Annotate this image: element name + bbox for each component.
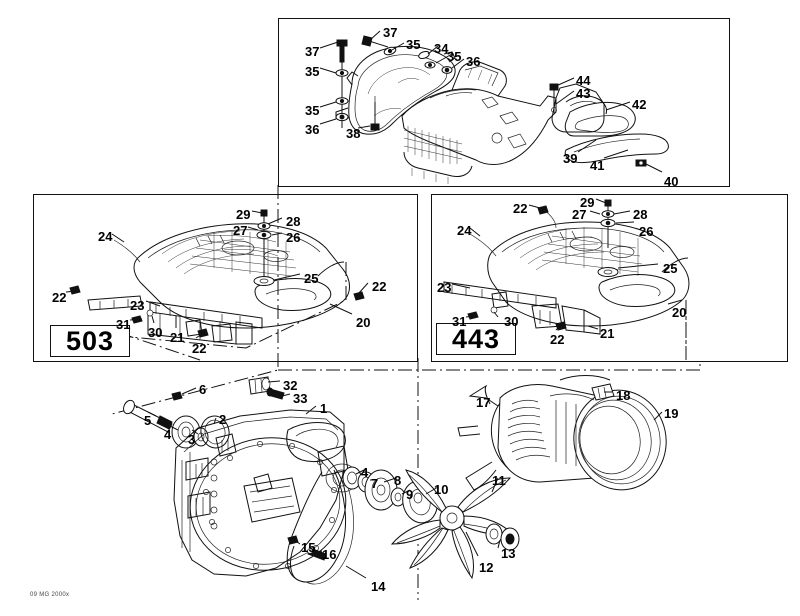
callout-26: 26 [639,224,654,239]
left-variant-art [66,210,368,348]
callout-36: 36 [466,54,481,69]
callout-7: 7 [371,476,379,491]
callout-16: 16 [322,547,337,562]
callout-25: 25 [304,271,319,286]
callout-22: 22 [372,279,387,294]
badge-model-443: 443 [436,323,516,355]
callout-4: 4 [361,465,369,480]
callout-23: 23 [437,280,452,295]
callout-21: 21 [600,326,615,341]
callout-37: 37 [383,25,398,40]
callout-4: 4 [164,427,172,442]
panel-left-503 [33,194,418,362]
callout-27: 27 [233,223,248,238]
callout-29: 29 [236,207,251,222]
callout-24: 24 [98,229,113,244]
callout-22: 22 [550,332,565,347]
callout-15: 15 [301,540,316,555]
callout-27: 27 [572,207,587,222]
callout-24: 24 [457,223,472,238]
callout-14: 14 [371,579,386,594]
callout-11: 11 [492,473,506,488]
callout-20: 20 [672,305,687,320]
callout-2: 2 [219,412,227,427]
callout-22: 22 [192,341,207,356]
callout-22: 22 [52,290,67,305]
callout-32: 32 [283,378,298,393]
callout-37: 37 [305,44,320,59]
callout-8: 8 [394,473,402,488]
callout-3: 3 [188,432,196,447]
bottom-section-art [121,376,675,584]
callout-42: 42 [632,97,647,112]
callout-12: 12 [479,560,494,575]
callout-31: 31 [452,314,467,329]
callout-35: 35 [447,49,462,64]
callout-35: 35 [305,64,320,79]
callout-26: 26 [286,230,301,245]
callout-13: 13 [501,546,516,561]
callout-30: 30 [504,314,519,329]
callout-44: 44 [576,73,591,88]
panel-right-443 [431,194,788,362]
callout-10: 10 [434,482,449,497]
callout-25: 25 [663,261,678,276]
callout-19: 19 [664,406,679,421]
callout-31: 31 [116,317,131,332]
right-variant-art [444,199,689,360]
callout-28: 28 [633,207,648,222]
footer-code: 09 MG 2000x [30,592,70,598]
callout-36: 36 [305,122,320,137]
callout-35: 35 [305,103,320,118]
callout-9: 9 [406,487,414,502]
callout-41: 41 [590,158,605,173]
callout-23: 23 [130,298,145,313]
callout-29: 29 [580,195,595,210]
panel-top [278,18,730,187]
callout-1: 1 [320,401,328,416]
callout-28: 28 [286,214,301,229]
callout-33: 33 [293,391,308,406]
callout-43: 43 [576,86,591,101]
callout-39: 39 [563,151,578,166]
badge-model-503: 503 [50,325,130,357]
callout-22: 22 [513,201,528,216]
callout-5: 5 [144,413,152,428]
badge-model-503-label: 503 [65,325,115,356]
callout-20: 20 [356,315,371,330]
badge-model-443-label: 443 [451,323,501,354]
callout-38: 38 [346,126,361,141]
callout-35: 35 [406,37,421,52]
callout-6: 6 [199,382,207,397]
callout-17: 17 [476,395,491,410]
callout-34: 34 [434,41,449,56]
top-panel-art [320,31,668,184]
callout-21: 21 [170,330,185,345]
callout-30: 30 [148,325,163,340]
callout-40: 40 [664,174,679,189]
callout-18: 18 [616,388,631,403]
